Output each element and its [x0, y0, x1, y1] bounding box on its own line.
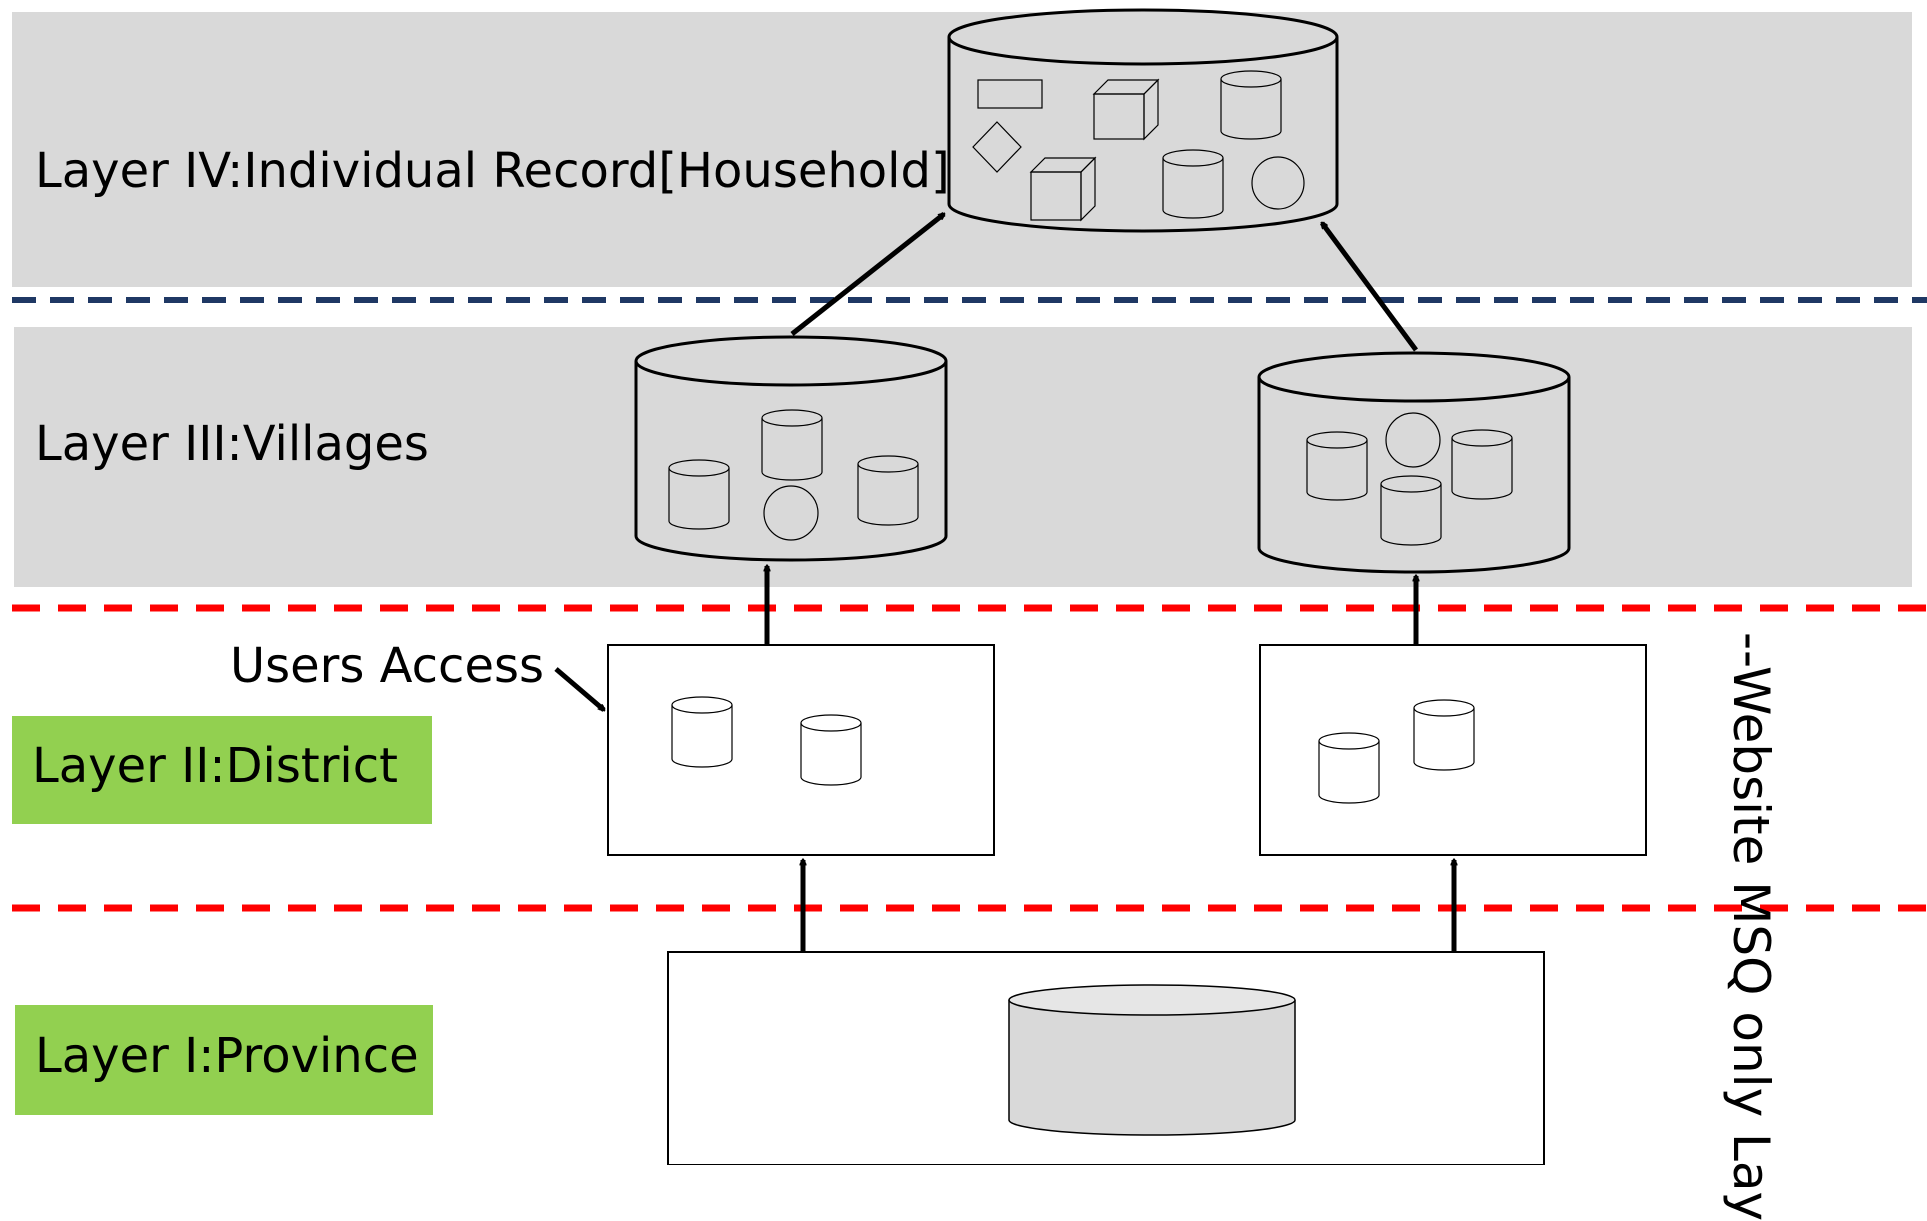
village-cylinder-icon: [761, 409, 823, 481]
household-records-shapes: [972, 70, 1305, 222]
district-left-shapes: [671, 696, 862, 786]
layer2-box: [12, 716, 432, 824]
district-cylinder-icon: [1318, 732, 1380, 804]
record-circle-icon: [1251, 156, 1305, 210]
layer1-label: Layer I:Province: [35, 1028, 419, 1084]
village-circle-icon: [763, 485, 819, 541]
village-cylinder-icon: [1451, 429, 1513, 500]
layer3-band: [14, 327, 1912, 587]
district-cylinder-icon: [800, 714, 862, 786]
record-cylinder-icon: [1220, 70, 1282, 140]
record-cylinder-icon: [1162, 149, 1224, 219]
village-cylinder-icon: [668, 459, 730, 530]
province-db-cylinder: [1008, 984, 1296, 1136]
village-circle-icon: [1385, 412, 1441, 468]
village-left-shapes: [668, 409, 919, 541]
village-cylinder-icon: [1306, 431, 1368, 501]
district-right-shapes: [1318, 699, 1475, 804]
record-cube-icon: [1092, 78, 1160, 141]
household-db-cylinder: [947, 8, 1339, 233]
record-cube-icon: [1029, 156, 1097, 222]
village-right-shapes: [1306, 412, 1513, 546]
website-msq-note: --Website MSQ only Lay: [1722, 632, 1780, 1221]
arrow-village-left-to-household: [790, 212, 944, 336]
village-cylinder-icon: [857, 455, 919, 526]
district-box-right: [1259, 644, 1647, 856]
district-cylinder-icon: [1413, 699, 1475, 771]
record-diamond-icon: [972, 121, 1022, 173]
village-db-cylinder-right: [1257, 351, 1571, 574]
layer2-label: Layer II:District: [32, 738, 398, 794]
layer4-label: Layer IV:Individual Record[Household]: [35, 143, 950, 199]
village-db-cylinder-left: [634, 335, 948, 562]
village-cylinder-icon: [1380, 475, 1442, 546]
record-rectangle-icon: [977, 79, 1043, 109]
arrow-village-right-to-household: [1319, 223, 1419, 352]
arrow-users-access: [554, 667, 604, 710]
district-cylinder-icon: [671, 696, 733, 768]
layer1-box: [15, 1005, 433, 1115]
layer3-label: Layer III:Villages: [35, 416, 429, 472]
diagram-canvas: [12, 8, 1927, 1165]
users-access-label: Users Access: [230, 638, 544, 694]
